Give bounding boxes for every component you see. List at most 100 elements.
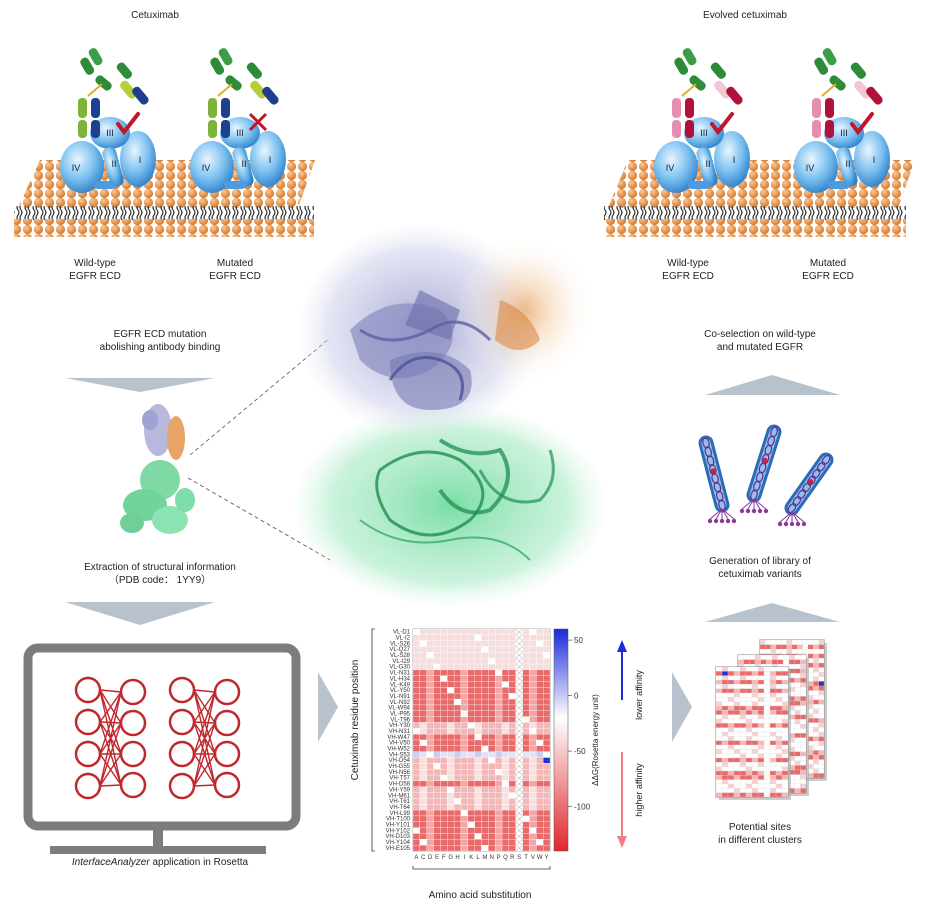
heatmap-cell [536,687,544,694]
cluster-cell [813,759,819,765]
cluster-cell [733,666,741,672]
network-node [213,771,241,799]
cluster-cell [794,700,801,706]
heatmap-cell [543,693,551,700]
heatmap-row-label: VH-E105 [386,846,411,852]
heatmap-cell [467,681,475,688]
heatmap-cell [447,804,455,811]
heatmap-cell [529,839,537,846]
cluster-cell [818,649,825,654]
cluster-cell [800,742,807,748]
heatmap-cell [426,804,434,811]
dna-strand [797,489,807,500]
heatmap-row-label: VH-T57 [389,776,410,782]
heatmap-cell [412,663,420,671]
heatmap-cell [488,669,496,676]
heatmap-cell [447,669,455,676]
cluster-cell [763,679,771,685]
cluster-cell [769,718,777,724]
cluster-cell [781,679,789,685]
cluster-cell [781,723,789,728]
cluster-cell [715,675,723,681]
network-node [74,676,102,704]
cluster-cell [788,654,795,660]
heatmap-cell [412,809,420,817]
cluster-cell [775,727,783,733]
cluster-cell [733,727,741,733]
cluster-cell [727,684,735,689]
cluster-cell [763,762,771,767]
cluster-cell [727,692,735,698]
heatmap-cell [447,833,455,840]
heatmap-cell [453,757,462,764]
heatmap-cell [522,628,530,635]
heatmap-cell [536,845,544,852]
cluster-cell [794,696,801,702]
colorbar [553,628,569,852]
heatmap-cell [508,669,516,676]
cluster-cell [813,690,819,696]
cluster-cell [769,666,777,672]
heatmap-cell [501,815,510,822]
antibody-light-chain [208,98,217,118]
heatmap-cell [543,728,551,735]
cluster-cell [757,675,765,681]
cluster-cell [721,775,729,780]
heatmap-cell [488,722,496,729]
heatmap-cell [543,663,551,671]
tube-tail [753,498,761,510]
heatmap-cell [460,716,468,723]
cluster-cell [757,701,765,707]
cluster-cell [818,713,825,719]
heatmap-cell [419,809,427,817]
heatmap-cell [536,780,544,787]
heatmap-cell [501,634,510,641]
heatmap-cell [419,628,427,635]
heatmap-cell [501,663,510,671]
cluster-cell [813,685,819,691]
heatmap-cell [522,792,530,799]
heatmap-cell [501,774,510,782]
heatmap-cell [426,640,434,647]
cluster-cell [769,705,777,711]
dna-strand [702,437,710,449]
antibody-light-chain [672,120,681,138]
heatmap-cell [488,716,496,723]
heatmap-cell [453,640,462,647]
cluster-cell [769,775,777,780]
cluster-cell [715,792,723,798]
heatmap-row-label: VL-Y50 [390,688,411,694]
cluster-cell [760,654,767,660]
heatmap-cell [419,681,427,688]
cluster-cell [757,740,765,746]
heatmap-cell [522,687,530,694]
heatmap-cell [433,769,441,776]
heatmap-cell [440,658,448,665]
heatmap-cell [522,769,530,776]
heatmap-cell [447,769,455,776]
network-node [119,709,147,737]
cluster-cell [794,742,801,748]
heatmap-cell [529,833,537,840]
heatmap-cell [447,663,455,671]
heatmap-cell [508,716,516,723]
tube-highlight [787,455,831,513]
cluster-cell [715,710,723,715]
heatmap-cell [419,798,427,805]
cluster-cell [743,654,750,660]
heatmap-cell [543,716,551,723]
colorbar-tick-label: 0 [574,692,579,701]
cluster-cell [781,705,789,711]
antibody-heavy-chain [685,98,694,118]
cluster-cell [781,762,789,767]
cluster-cell [733,788,741,793]
heatmap-cell [453,663,462,671]
heatmap-cell [481,646,489,653]
heatmap-cell [467,792,475,799]
heatmap-cell [536,798,544,805]
heatmap-cell [412,734,420,741]
cluster-cell [751,675,759,681]
